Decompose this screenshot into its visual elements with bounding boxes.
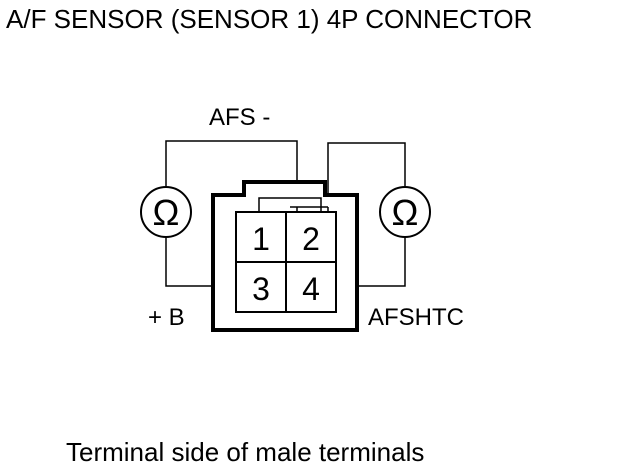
terminal-number-1: 1 [252,221,270,257]
left-ohm-symbol: Ω [153,192,180,233]
probe-stubs [290,206,329,212]
terminal-cavity-3 [235,261,287,313]
right-ohmmeter-circle [379,186,431,238]
terminal-cavity-2 [285,211,337,263]
terminal-number-4: 4 [302,271,320,307]
label-plus-b: + B [148,304,185,331]
label-afs-minus: AFS - [209,104,270,131]
diagram-title: A/F SENSOR (SENSOR 1) 4P CONNECTOR [6,4,532,34]
right-meter-wires [327,142,406,287]
left-ohmmeter-circle [140,186,192,238]
left-ohmmeter: Ω [140,186,192,238]
terminal-number-2: 2 [302,221,320,257]
label-afshtc: AFSHTC [368,304,464,331]
caption: Terminal side of male terminals [66,437,424,467]
right-ohm-symbol: Ω [392,192,419,233]
right-ohmmeter: Ω [379,186,431,238]
terminal-number-3: 3 [252,271,270,307]
terminal-cavity-1 [235,211,287,263]
terminal-cavity-4 [285,261,337,313]
terminal-grid [235,211,337,313]
connector-key [258,197,322,211]
